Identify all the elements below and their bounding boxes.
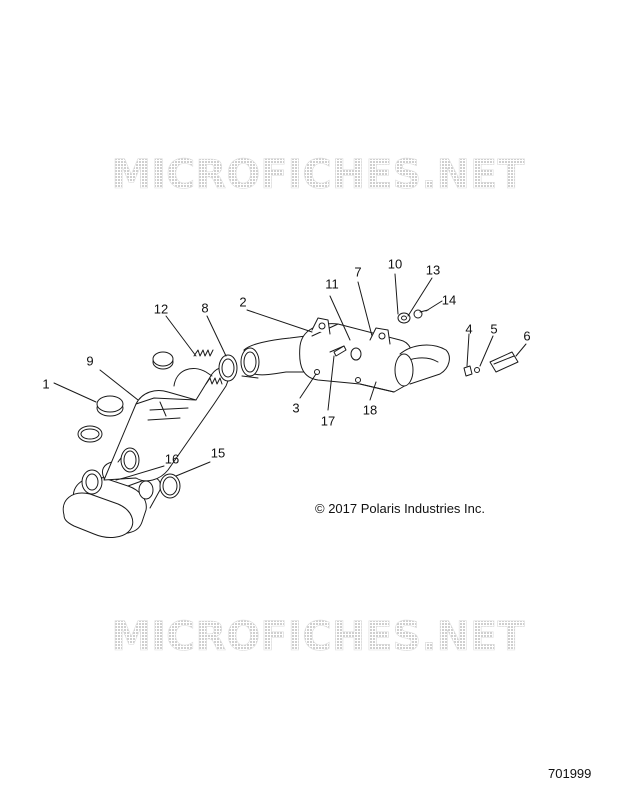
washer-bolt <box>397 309 429 324</box>
callout-13: 13 <box>425 262 441 278</box>
small-parts <box>463 351 519 377</box>
watermark-bottom: MICROFICHES.NET <box>88 614 548 661</box>
screw-part-17 <box>333 345 347 357</box>
callout-1: 1 <box>42 376 50 392</box>
diagram-number: 701999 <box>548 766 592 781</box>
callout-9: 9 <box>86 353 94 369</box>
callout-12: 12 <box>153 301 169 317</box>
watermark-bottom-text: MICROFICHES.NET <box>111 617 525 657</box>
leader-lines <box>53 273 527 479</box>
callout-7: 7 <box>354 264 362 280</box>
callout-6: 6 <box>523 328 531 344</box>
callout-8: 8 <box>201 300 209 316</box>
callout-16: 16 <box>164 451 180 467</box>
muffler-inlet <box>240 335 307 379</box>
callout-18: 18 <box>362 402 378 418</box>
callout-10: 10 <box>387 256 403 272</box>
callout-15: 15 <box>210 445 226 461</box>
callout-17: 17 <box>320 413 336 429</box>
gasket-part-8 <box>218 354 238 382</box>
watermark-top-text: MICROFICHES.NET <box>111 155 525 195</box>
watermark-top: MICROFICHES.NET <box>88 152 548 199</box>
clamp-part-1 <box>77 395 124 443</box>
callout-4: 4 <box>465 321 473 337</box>
springs <box>193 349 223 385</box>
callout-11: 11 <box>325 276 339 292</box>
callout-3: 3 <box>292 400 300 416</box>
muffler-body <box>299 317 413 393</box>
callout-2: 2 <box>239 294 247 310</box>
gasket-part-16 <box>115 447 140 481</box>
tail-pipe <box>394 344 450 387</box>
copyright-notice: © 2017 Polaris Industries Inc. <box>315 501 485 516</box>
callout-5: 5 <box>490 321 498 337</box>
callout-14: 14 <box>441 292 457 308</box>
clamp-upper <box>152 351 174 370</box>
gasket-part-15 <box>159 473 181 499</box>
